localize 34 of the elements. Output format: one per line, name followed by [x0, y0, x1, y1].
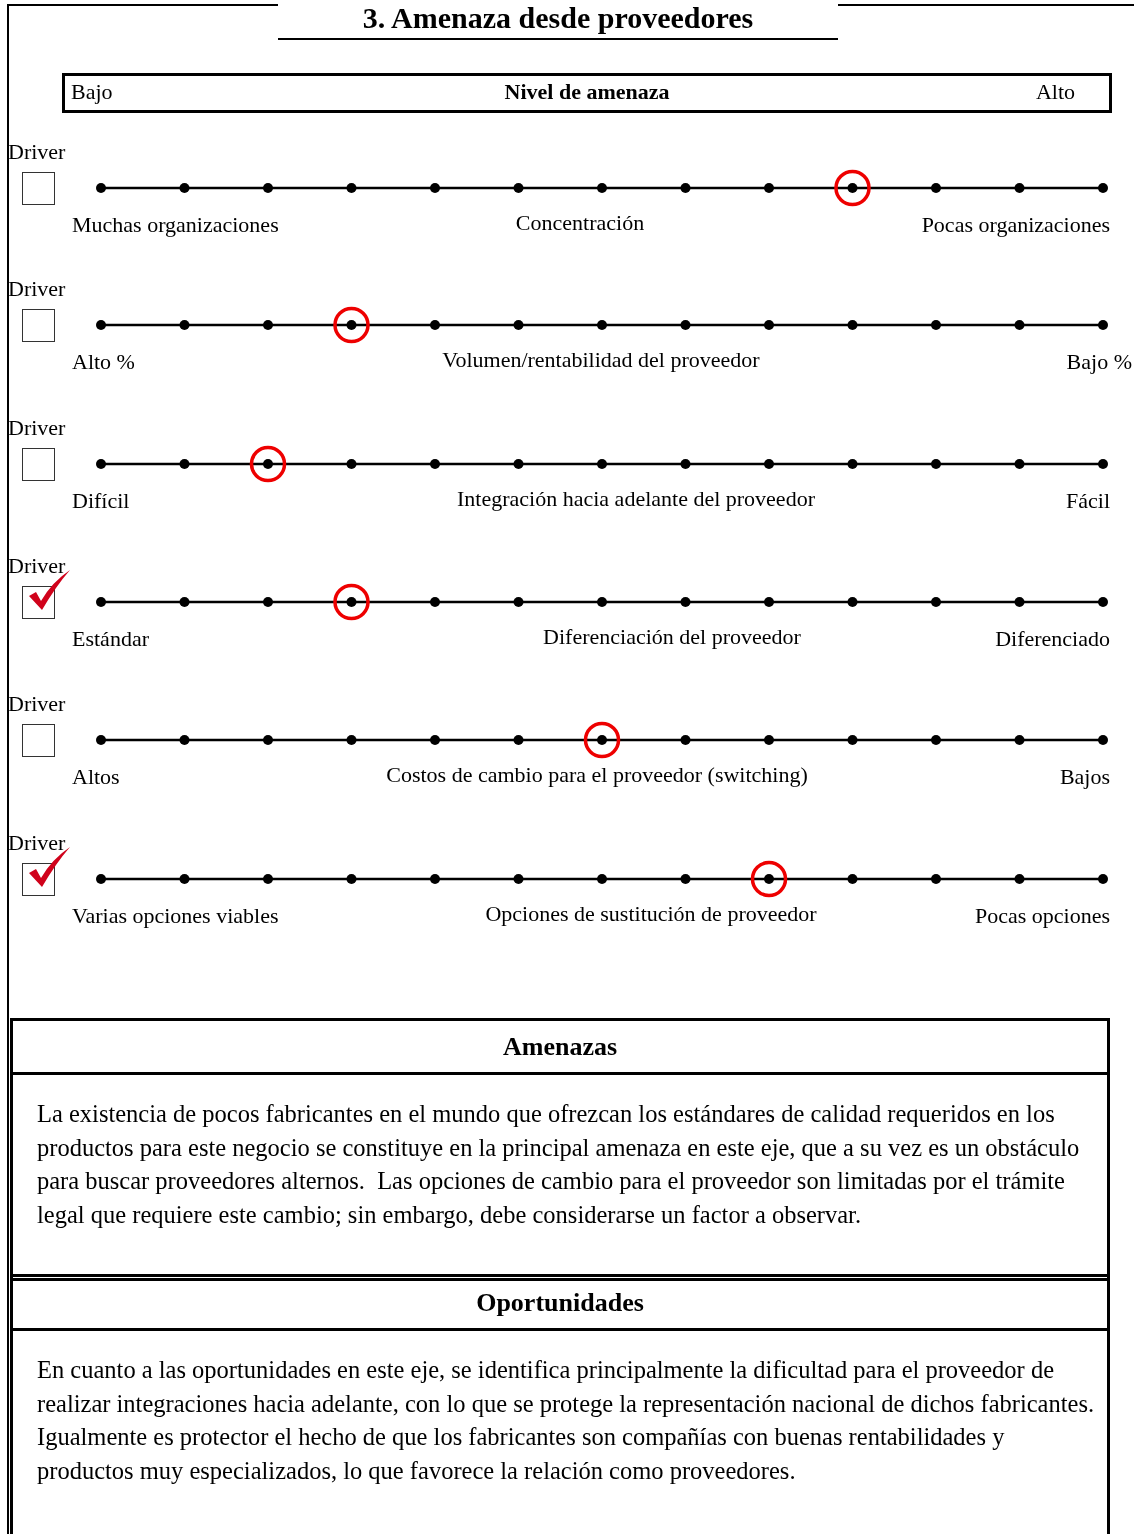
driver-label: Driver	[8, 276, 66, 302]
scale-title: Volumen/rentabilidad del proveedor	[442, 347, 760, 373]
scale-left-label: Muchas organizaciones	[72, 212, 279, 238]
table-body-text: La existencia de pocos fabricantes en el mundo que ofrezcan los estándares de calidad requeridos en los productos para este negocio se constituye en la principal amenaza en este eje, que a su vez es un obstáculo para buscar proveedores alternos. Las opciones de cambio para el proveedor son limitadas por el trámite legal que requiere este cambio; sin embargo, debe considerarse un factor a observar.	[36, 1099, 1081, 1230]
driver-label: Driver	[8, 830, 66, 856]
scale-title: Diferenciación del proveedor	[543, 624, 801, 650]
scale-right-label: Pocas opciones	[974, 903, 1110, 929]
scale-left-label: Altos	[72, 764, 120, 790]
scale-right-label: Bajo %	[1066, 349, 1132, 375]
scale-left-label: Alto %	[72, 349, 135, 375]
scale-min-label: Bajo	[71, 79, 113, 105]
driver-label: Driver	[8, 553, 66, 579]
threat-level-bar	[62, 73, 1112, 113]
scale-left-label: Estándar	[72, 626, 149, 652]
table-body-text: En cuanto a las oportunidades en este eje, se identifica principalmente la dificultad para el proveedor de realizar integraciones hacia adelante, con lo que se protege la representación nacional de dichos fabricantes. Igualmente es protector el hecho de que los fabricantes son compañías con buenas rentabilidades y productos muy especializados, lo que favorece la relación como proveedores.	[36, 1355, 1096, 1486]
scale-right-label: Pocas organizaciones	[921, 212, 1110, 238]
scale-right-label: Bajos	[1059, 764, 1110, 790]
driver-label: Driver	[8, 139, 66, 165]
scale-title: Integración hacia adelante del proveedor	[457, 486, 815, 512]
scale-max-label: Alto	[1035, 79, 1075, 105]
scale-right-label: Fácil	[1066, 488, 1110, 514]
scale-left-label: Difícil	[72, 488, 130, 514]
scale-title: Concentración	[515, 210, 645, 236]
scale-left-label: Varias opciones viables	[72, 903, 279, 929]
driver-label: Driver	[8, 415, 66, 441]
table-heading: Amenazas	[13, 1021, 1107, 1075]
table-heading: Oportunidades	[13, 1277, 1107, 1331]
scale-heading: Nivel de amenaza	[504, 79, 670, 105]
scale-right-label: Diferenciado	[995, 626, 1110, 652]
scale-title: Opciones de sustitución de proveedor	[485, 901, 817, 927]
scale-title: Costos de cambio para el proveedor (switching)	[386, 762, 808, 788]
opportunities-table	[10, 1274, 1110, 1534]
threats-table	[10, 1018, 1110, 1281]
driver-label: Driver	[8, 691, 66, 717]
